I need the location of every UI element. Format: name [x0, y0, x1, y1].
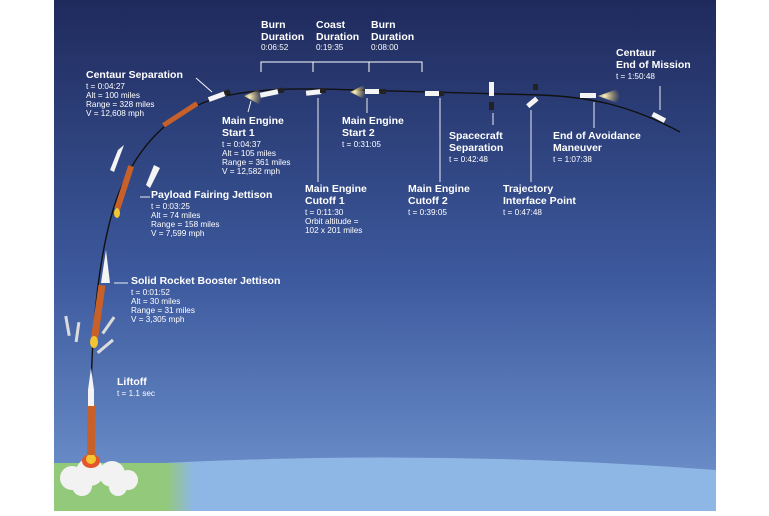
meco1-line: t = 0:11:30	[305, 207, 344, 217]
rocket-srb-jettison	[90, 250, 110, 348]
srb-casings	[64, 315, 116, 354]
meco2-line: t = 0:39:05	[408, 207, 447, 217]
label-mes2: Main Engine Start 2 t = 0:31:05	[342, 115, 404, 149]
label-meco2: Main Engine Cutoff 2 t = 0:39:05	[408, 183, 470, 217]
centaur-separation-line: V = 12,608 mph	[86, 109, 145, 119]
tip-vehicle	[526, 84, 539, 109]
fairing-line: V = 7,599 mph	[151, 229, 205, 239]
srb-line: t = 0:01:52	[131, 287, 170, 297]
label-liftoff: Liftoff t = 1.1 sec	[117, 376, 156, 398]
leader-lines	[114, 77, 661, 284]
tip-line: t = 0:47:48	[503, 207, 542, 217]
mes1-line: t = 0:04:37	[222, 139, 261, 149]
label-end-of-avoidance: End of Avoidance Maneuver t = 1:07:38	[553, 130, 641, 164]
mes1-line: Alt = 105 miles	[222, 148, 276, 158]
meco2-title: Main Engine Cutoff 2	[408, 183, 470, 207]
spacecraft-separation-title: Spacecraft Separation	[449, 130, 504, 154]
label-srb-jettison: Solid Rocket Booster Jettison t = 0:01:5…	[131, 275, 281, 325]
phase-coast: Coast Duration 0:19:35	[316, 19, 360, 53]
spacecraft-separation-vehicle	[489, 82, 494, 110]
label-meco1: Main Engine Cutoff 1 t = 0:11:30 Orbit a…	[305, 183, 367, 235]
avoidance-line: t = 1:07:38	[553, 154, 592, 164]
phase-burn-1-label: Burn Duration	[261, 19, 305, 43]
rocket-liftoff	[87, 368, 95, 455]
end-of-mission-line: t = 1:50:48	[616, 71, 655, 81]
mes1-vehicle	[244, 87, 285, 106]
centaur-separation-line: Alt = 100 miles	[86, 90, 140, 100]
tip-title: Trajectory Interface Point	[503, 183, 576, 207]
mes2-vehicle	[350, 84, 386, 100]
meco1-line: Orbit altitude =	[305, 216, 359, 226]
phase-coast-value: 0:19:35	[316, 43, 344, 53]
srb-line: Alt = 30 miles	[131, 296, 181, 306]
launch-flame	[82, 454, 100, 468]
centaur-separation-line: Range = 328 miles	[86, 100, 155, 110]
phase-brackets	[260, 61, 423, 72]
fairing-line: Alt = 74 miles	[151, 210, 201, 220]
srb-line: V = 3,305 mph	[131, 315, 185, 325]
earth-horizon	[54, 457, 716, 511]
sky-background	[54, 0, 716, 511]
liftoff-line: t = 1.1 sec	[117, 388, 156, 398]
srb-title: Solid Rocket Booster Jettison	[131, 275, 281, 287]
mes1-line: V = 12,582 mph	[222, 167, 281, 177]
meco1-vehicle	[305, 88, 326, 96]
centaur-separation-title: Centaur Separation	[86, 69, 183, 81]
avoidance-vehicle	[580, 88, 620, 104]
meco1-title: Main Engine Cutoff 1	[305, 183, 367, 207]
srb-line: Range = 31 miles	[131, 306, 195, 316]
phase-burn-2-label: Burn Duration	[371, 19, 415, 43]
mes2-line: t = 0:31:05	[342, 139, 381, 149]
centaur-separation-vehicle	[162, 89, 231, 128]
phase-burn-2: Burn Duration 0:08:00	[371, 19, 415, 53]
end-of-mission-title: Centaur End of Mission	[616, 47, 691, 71]
label-mes1: Main Engine Start 1 t = 0:04:37 Alt = 10…	[222, 115, 291, 177]
phase-burn-2-value: 0:08:00	[371, 43, 399, 53]
phase-burn-1: Burn Duration 0:06:52	[261, 19, 305, 53]
fairing-line: Range = 158 miles	[151, 220, 220, 230]
centaur-separation-line: t = 0:04:27	[86, 81, 125, 91]
rocket-fairing-jettison	[114, 165, 134, 218]
liftoff-title: Liftoff	[117, 376, 147, 388]
fairing-halves	[110, 145, 160, 188]
label-centaur-separation: Centaur Separation t = 0:04:27 Alt = 100…	[86, 69, 183, 119]
phase-coast-label: Coast Duration	[316, 19, 360, 43]
label-end-of-mission: Centaur End of Mission t = 1:50:48	[616, 47, 691, 81]
spacecraft-separation-line: t = 0:42:48	[449, 154, 488, 164]
fairing-line: t = 0:03:25	[151, 201, 190, 211]
label-spacecraft-separation: Spacecraft Separation t = 0:42:48	[449, 130, 504, 164]
end-of-mission-vehicle	[651, 111, 667, 123]
mes2-title: Main Engine Start 2	[342, 115, 404, 139]
meco2-vehicle	[425, 91, 444, 96]
mes1-line: Range = 361 miles	[222, 157, 291, 167]
phase-burn-1-value: 0:06:52	[261, 43, 289, 53]
avoidance-title: End of Avoidance Maneuver	[553, 130, 641, 154]
label-trajectory-interface-point: Trajectory Interface Point t = 0:47:48	[503, 183, 576, 217]
mes1-title: Main Engine Start 1	[222, 115, 284, 139]
label-fairing-jettison: Payload Fairing Jettison t = 0:03:25 Alt…	[151, 189, 273, 239]
fairing-title: Payload Fairing Jettison	[151, 189, 273, 201]
trajectory-path	[90, 88, 681, 455]
meco1-line: 102 x 201 miles	[305, 225, 363, 235]
